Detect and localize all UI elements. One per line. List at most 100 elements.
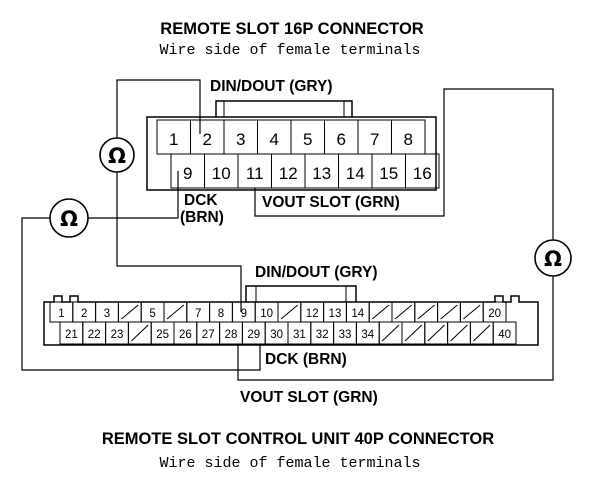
terminal-number: 2 xyxy=(81,308,87,320)
terminal-number: 34 xyxy=(361,329,374,341)
terminal-cell xyxy=(117,301,142,323)
terminal-cell: 26 xyxy=(173,321,198,345)
terminal-cell: 31 xyxy=(287,321,312,345)
terminal-cell: 7 xyxy=(186,301,211,323)
terminal-number: 20 xyxy=(488,308,501,320)
terminal-cell xyxy=(401,321,426,345)
terminal-number: 23 xyxy=(111,329,124,341)
terminal-number: 14 xyxy=(346,164,365,183)
terminal-cell: 2 xyxy=(72,301,97,323)
terminal-cell: 14 xyxy=(338,153,373,189)
terminal-cell: 40 xyxy=(492,321,517,345)
terminal-number: 26 xyxy=(179,329,192,341)
terminal-cell: 32 xyxy=(310,321,335,345)
unused-terminal-slash xyxy=(404,324,423,342)
ohmmeter-dck: Ω xyxy=(49,198,89,238)
bottom-din-dout-label: DIN/DOUT (GRY) xyxy=(255,264,378,281)
terminal-number: 28 xyxy=(225,329,238,341)
wire-vout-upper xyxy=(254,88,554,240)
top-din-dout-label: DIN/DOUT (GRY) xyxy=(210,78,333,95)
terminal-cell: 29 xyxy=(241,321,266,345)
bottom-dck-label: DCK (BRN) xyxy=(265,351,347,368)
terminal-number: 13 xyxy=(312,164,331,183)
terminal-number: 16 xyxy=(413,164,432,183)
wire-din-dout-lower xyxy=(116,172,242,312)
unused-terminal-slash xyxy=(427,324,445,342)
terminal-number: 10 xyxy=(260,308,273,320)
terminal-cell: 9 xyxy=(231,301,256,323)
terminal-cell xyxy=(414,301,439,323)
terminal-cell xyxy=(447,321,471,345)
terminal-number: 31 xyxy=(293,329,306,341)
terminal-cell: 34 xyxy=(355,321,380,345)
terminal-number: 22 xyxy=(88,329,101,341)
terminal-number: 25 xyxy=(156,329,169,341)
unused-terminal-slash xyxy=(417,304,435,320)
ohm-icon: Ω xyxy=(108,144,126,168)
terminal-number: 1 xyxy=(58,308,64,320)
terminal-number: 6 xyxy=(337,130,346,149)
terminal-cell: 20 xyxy=(482,301,507,323)
terminal-number: 13 xyxy=(329,308,342,320)
wire-dck-lower xyxy=(21,217,261,371)
terminal-cell xyxy=(163,301,188,323)
terminal-cell: 11 xyxy=(237,153,272,189)
unused-terminal-slash xyxy=(394,304,413,320)
bottom-connector-subtitle: Wire side of female terminals xyxy=(159,455,420,472)
terminal-cell: 13 xyxy=(304,153,339,189)
terminal-number: 5 xyxy=(303,130,312,149)
terminal-cell: 15 xyxy=(371,153,406,189)
terminal-number: 29 xyxy=(247,329,260,341)
wire-vout-lower xyxy=(237,276,554,381)
unused-terminal-slash xyxy=(463,304,481,320)
bottom-vout-label: VOUT SLOT (GRN) xyxy=(240,389,378,406)
terminal-cell: 28 xyxy=(219,321,243,345)
terminal-cell: 4 xyxy=(257,119,292,155)
terminal-cell: 10 xyxy=(204,153,239,189)
terminal-number: 7 xyxy=(370,130,379,149)
terminal-number: 2 xyxy=(203,130,212,149)
terminal-cell: 16 xyxy=(405,153,440,189)
unused-terminal-slash xyxy=(131,324,149,342)
wire-din-dout-upper xyxy=(116,79,201,138)
terminal-cell: 3 xyxy=(223,119,258,155)
unused-terminal-slash xyxy=(280,304,299,320)
connector-16p-latch xyxy=(215,100,353,117)
top-connector-subtitle: Wire side of female terminals xyxy=(159,42,420,59)
ohm-icon: Ω xyxy=(544,247,562,271)
terminal-cell: 5 xyxy=(140,301,165,323)
wires xyxy=(21,79,554,381)
unused-terminal-slash xyxy=(381,324,400,342)
terminal-cell: 23 xyxy=(105,321,129,345)
terminal-cell: 14 xyxy=(345,301,370,323)
terminal-cell: 8 xyxy=(209,301,233,323)
terminal-number: 7 xyxy=(195,308,201,320)
terminal-cell: 12 xyxy=(271,153,306,189)
ohmmeter-din-dout: Ω xyxy=(99,137,135,173)
unused-terminal-slash xyxy=(450,324,468,342)
terminal-cell xyxy=(459,301,484,323)
bottom-connector-title: REMOTE SLOT CONTROL UNIT 40P CONNECTOR xyxy=(102,430,494,448)
terminal-cell xyxy=(277,301,302,323)
terminal-number: 12 xyxy=(306,308,319,320)
terminal-cell: 25 xyxy=(150,321,175,345)
terminal-cell: 6 xyxy=(324,119,359,155)
terminal-number: 33 xyxy=(339,329,352,341)
terminal-number: 3 xyxy=(236,130,245,149)
terminal-cell: 12 xyxy=(300,301,325,323)
terminal-number: 3 xyxy=(104,308,110,320)
terminal-cell: 33 xyxy=(333,321,357,345)
terminal-cell: 1 xyxy=(156,119,191,155)
terminal-cell xyxy=(378,321,403,345)
terminal-number: 15 xyxy=(379,164,398,183)
terminal-number: 1 xyxy=(169,130,178,149)
terminal-cell: 1 xyxy=(49,301,74,323)
terminal-cell xyxy=(127,321,152,345)
top-dck-label-line1: DCK xyxy=(184,192,218,209)
terminal-cell: 27 xyxy=(196,321,221,345)
terminal-cell: 10 xyxy=(254,301,279,323)
